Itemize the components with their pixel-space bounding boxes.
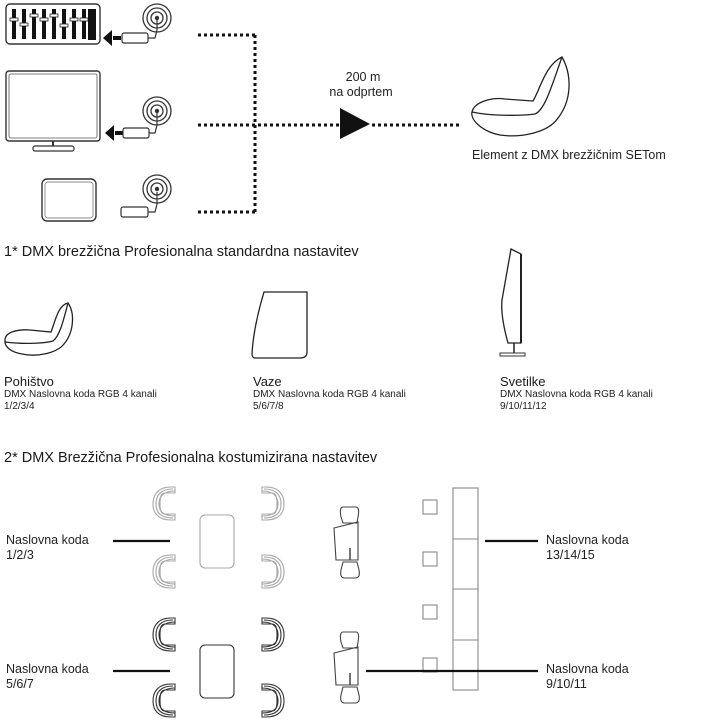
- fader-track: [72, 9, 76, 39]
- callout-codes-1: 1/2/3: [6, 548, 34, 562]
- receiver-dongle-3: [120, 174, 172, 218]
- section1-title: 1* DMX brezžična Profesionalna standardn…: [4, 244, 359, 260]
- dining-set-1: [152, 486, 285, 589]
- category-name-lamps: Svetilke: [500, 374, 546, 389]
- category-codes-lamps: 9/10/11/12: [500, 401, 547, 412]
- section2-title: 2* DMX Brezžična Profesionalna kostumizi…: [4, 450, 378, 466]
- vase-icon: [251, 291, 308, 359]
- callout-label-2: Naslovna koda: [6, 662, 89, 676]
- callout-codes-4: 9/10/11: [546, 677, 587, 691]
- sofa-unit-1: [333, 506, 360, 579]
- callout-codes-3: 13/14/15: [546, 548, 595, 562]
- category-name-furniture: Pohištvo: [4, 374, 54, 389]
- range-sublabel: na odprtem: [329, 85, 393, 99]
- receiver-dongle-2: [105, 96, 172, 141]
- fader-knob: [49, 13, 59, 18]
- range-label: 200 m: [345, 70, 381, 84]
- fader-track: [52, 9, 56, 39]
- element-label: Element z DMX brezžičnim SETom: [472, 148, 666, 162]
- category-name-vases: Vaze: [253, 374, 282, 389]
- lounge-chair-icon: [471, 56, 570, 137]
- callout-label-1: Naslovna koda: [6, 533, 89, 547]
- fader-track: [12, 9, 16, 39]
- signal-paths: [198, 33, 460, 214]
- category-codes-furniture: 1/2/3/4: [4, 401, 35, 412]
- fader-track: [82, 9, 86, 39]
- tablet-icon: [41, 178, 97, 222]
- cube-stools: [422, 499, 438, 673]
- planter-column: [452, 487, 479, 691]
- fader-knob: [9, 17, 19, 22]
- fader-knob: [19, 22, 29, 27]
- fader-knob: [59, 23, 69, 28]
- mixer-icon: [5, 3, 101, 45]
- fader-track: [42, 9, 46, 39]
- callout-codes-2: 5/6/7: [6, 677, 34, 691]
- callout-label-4: Naslovna koda: [546, 662, 629, 676]
- fader-track: [32, 9, 36, 39]
- fader-knob: [39, 17, 49, 22]
- category-desc-vases: DMX Naslovna koda RGB 4 kanali: [253, 389, 406, 400]
- category-codes-vases: 5/6/7/8: [253, 401, 284, 412]
- direction-arrow-icon: [340, 108, 370, 139]
- category-desc-furniture: DMX Naslovna koda RGB 4 kanali: [4, 389, 157, 400]
- furniture-icon: [4, 302, 74, 356]
- callout-label-3: Naslovna koda: [546, 533, 629, 547]
- dining-set-2: [152, 617, 285, 718]
- fader-knob: [79, 17, 89, 22]
- category-desc-lamps: DMX Naslovna koda RGB 4 kanali: [500, 389, 653, 400]
- sofa-unit-2: [333, 631, 360, 704]
- fader-knob: [29, 13, 39, 18]
- callout-lines: [113, 539, 538, 673]
- master-meter: [88, 9, 96, 40]
- lamp-icon: [499, 248, 526, 357]
- monitor-icon: [5, 70, 101, 152]
- receiver-dongle-1: [103, 3, 172, 46]
- fader-knob: [69, 17, 79, 22]
